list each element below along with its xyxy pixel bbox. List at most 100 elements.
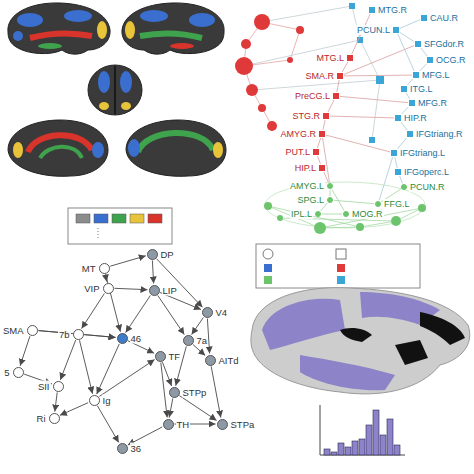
node-label: MT [81, 263, 97, 274]
area-node: 5 [13, 367, 24, 378]
dotted-mark [98, 228, 99, 240]
node-label: PUT.L [284, 147, 311, 157]
node-label: AMYG.R [279, 129, 317, 139]
black-module [420, 312, 465, 345]
node-label: 7b [58, 329, 71, 340]
green-module [38, 43, 62, 49]
cortex-surface [88, 65, 142, 115]
network-link [400, 20, 420, 29]
directed-link [152, 261, 153, 284]
node-label: AMYG.L [289, 181, 325, 191]
region-node: PCUN.L [393, 27, 399, 33]
network-background [235, 3, 426, 234]
green-module [140, 33, 202, 38]
square-symbol [336, 249, 346, 259]
blue-symbol [264, 264, 272, 272]
directed-link [60, 403, 88, 416]
network-link [395, 157, 397, 168]
node-label: STG.R [291, 111, 321, 121]
black-module [395, 340, 428, 365]
yellow-module [213, 142, 223, 158]
directed-link [162, 362, 171, 386]
area-node: MT [99, 263, 110, 274]
node-label: Ig [102, 395, 112, 406]
blue-module [92, 142, 104, 158]
blue-module [17, 13, 43, 27]
cortex-surface [122, 3, 224, 54]
black-module [340, 328, 372, 342]
node-label: IFGoperc.L [403, 167, 450, 177]
node-label: MTG.R [377, 5, 408, 15]
node-label: DP [160, 249, 175, 260]
directed-link [192, 317, 204, 334]
node-label: PCUN.R [409, 182, 446, 192]
red-symbol [337, 264, 345, 272]
node-label: HIP.L [294, 163, 317, 173]
node-label: SII [37, 381, 51, 392]
brain-medial-left [8, 120, 108, 176]
area-node: 7b [73, 329, 84, 340]
network-link [326, 135, 390, 152]
red-module [28, 135, 92, 152]
histogram-bars [324, 410, 400, 455]
node-label: Ri [36, 413, 47, 424]
green-swatch [112, 214, 126, 223]
network-link [421, 48, 427, 56]
cortex-surface [8, 3, 110, 54]
directed-link [193, 344, 205, 355]
network-link [323, 138, 330, 182]
brain-lateral-right [122, 3, 224, 54]
node-label: MFG.L [421, 70, 451, 80]
cyan-hubs [349, 3, 384, 143]
node-label: 7a [196, 335, 209, 346]
region-node: MTG.R [369, 7, 375, 13]
blue-module [64, 10, 92, 22]
node-label: TF [168, 351, 182, 362]
yellow-module [125, 21, 135, 39]
node-label: PreCG.L [294, 91, 331, 101]
green-module [40, 147, 82, 158]
directed-link [115, 288, 148, 289]
area-node: 46 [117, 333, 128, 344]
network-link [400, 33, 414, 42]
node-label: STPa [230, 419, 256, 430]
network-link [330, 116, 394, 118]
brain-dorsal [88, 65, 142, 115]
node-label: LIP [162, 285, 178, 296]
symbol-key [256, 244, 420, 288]
green-ring [265, 182, 425, 228]
network-link [379, 157, 393, 200]
green-module [138, 133, 213, 152]
node-label: IFGtriang.L [399, 148, 446, 158]
node-label: VIP [83, 283, 100, 294]
node-label: MOG.R [351, 209, 384, 219]
region-node: STG.R [323, 113, 329, 119]
directed-link [97, 406, 118, 443]
directed-link [169, 398, 173, 417]
blue-module [120, 71, 132, 93]
y-axis [320, 405, 321, 455]
blue-module [140, 10, 168, 22]
green-links [268, 206, 422, 228]
blue-swatch [94, 214, 108, 223]
network-link [322, 214, 342, 215]
node-label: STPp [182, 387, 208, 398]
area-node: 36 [117, 443, 128, 454]
node-label: MTG.L [315, 53, 345, 63]
region-node: IFGtriang.R [407, 131, 413, 137]
region-node: FFG.L [375, 201, 381, 207]
directed-link [60, 340, 75, 380]
purple-module [300, 355, 395, 390]
node-label: V4 [215, 307, 229, 318]
node-label: ITG.L [409, 84, 434, 94]
network-link [398, 34, 414, 71]
directed-link [82, 293, 105, 328]
area-node: Ig [89, 395, 100, 406]
cortex-surface [251, 288, 470, 394]
network-link [317, 138, 320, 148]
area-node: V4 [202, 307, 213, 318]
directed-link [110, 256, 146, 266]
macaque-cortex [251, 288, 470, 394]
red-module [170, 43, 194, 49]
area-node: 7a [183, 335, 194, 346]
